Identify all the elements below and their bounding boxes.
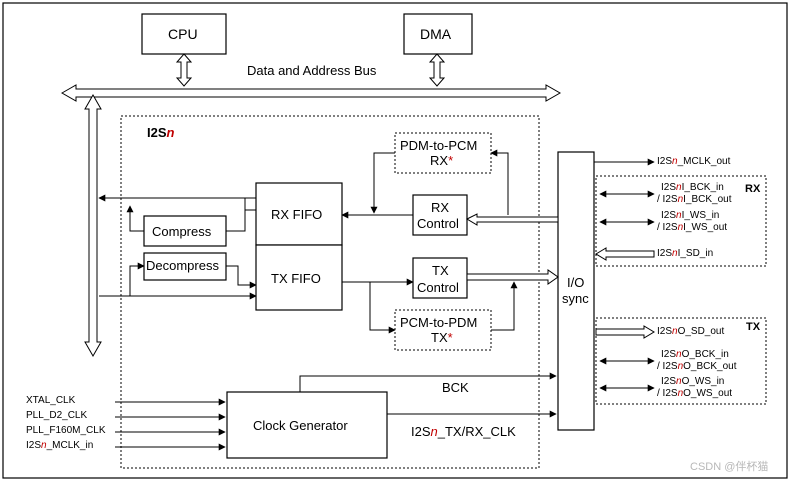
pcm-to-pdm-label-1: PCM-to-PDM: [400, 315, 478, 330]
io-sync-box: [557, 151, 595, 431]
compress-label: Compress: [152, 224, 212, 239]
tx-bck-label-2: / I2SnO_BCK_out: [657, 361, 737, 372]
pcm-to-pdm-label-2: TX*: [431, 330, 453, 345]
rx-bck-label-2: / I2SnI_BCK_out: [657, 194, 732, 205]
pdm-to-pcm-label-2: RX*: [430, 153, 454, 168]
tx-fifo-label: TX FIFO: [271, 271, 321, 286]
mclk-in-label: I2Sn_MCLK_in: [26, 440, 94, 451]
clock-generator-box: [226, 391, 388, 459]
i2s-boundary: [120, 115, 540, 469]
rx-control-label-1: RX: [431, 200, 450, 215]
hollow-data-arrows: [465, 213, 655, 339]
data-address-bus: [60, 84, 562, 102]
txrx-clk-label: I2Sn_TX/RX_CLK: [411, 424, 516, 439]
dma-box: [403, 13, 473, 55]
pll-d2-clk-label: PLL_D2_CLK: [26, 410, 88, 421]
tx-group-label: TX: [746, 321, 761, 333]
rx-control-label-2: Control: [417, 216, 459, 231]
tx-ws-label-2: / I2SnO_WS_out: [657, 388, 733, 399]
rx-sd-label: I2SnI_SD_in: [657, 248, 714, 259]
rx-fifo-label: RX FIFO: [271, 207, 323, 222]
tx-sd-label: I2SnO_SD_out: [657, 326, 725, 337]
tx-control-label-1: TX: [432, 263, 449, 278]
mclk-out-label: I2Sn_MCLK_out: [657, 156, 731, 167]
clock-generator-label: Clock Generator: [253, 418, 348, 433]
rx-fifo-box: [255, 182, 343, 246]
rx-group-label: RX: [745, 183, 761, 195]
cpu-label: CPU: [168, 26, 198, 42]
compress-box: [143, 215, 227, 247]
internal-connections: [98, 149, 655, 451]
rx-control-box: [412, 194, 468, 236]
internal-bus: [84, 93, 102, 358]
rx-bck-label-1: I2SnI_BCK_in: [661, 182, 724, 193]
pll-f160m-clk-label: PLL_F160M_CLK: [26, 425, 106, 436]
io-sync-label-1: I/O: [567, 275, 585, 290]
rx-ws-label-2: / I2SnI_WS_out: [657, 222, 728, 233]
tx-control-label-2: Control: [417, 280, 459, 295]
xtal-clk-label: XTAL_CLK: [26, 395, 76, 406]
io-sync-label-2: sync: [562, 291, 589, 306]
rx-ws-label-1: I2SnI_WS_in: [661, 210, 720, 221]
bus-label: Data and Address Bus: [247, 63, 377, 78]
watermark: CSDN @伴杯猫: [690, 461, 769, 473]
dma-label: DMA: [420, 26, 452, 42]
pdm-to-pcm-label-1: PDM-to-PCM: [400, 138, 478, 153]
rx-pin-group: [595, 175, 767, 267]
decompress-label: Decompress: [146, 258, 219, 273]
tx-pin-group: [595, 317, 767, 405]
tx-ws-label-1: I2SnO_WS_in: [661, 376, 725, 387]
tx-bck-label-1: I2SnO_BCK_in: [661, 349, 729, 360]
i2s-block-title: I2Sn: [147, 125, 175, 140]
dma-bus-arrow: [428, 53, 446, 87]
bck-label: BCK: [442, 380, 469, 395]
tx-fifo-box: [255, 244, 343, 311]
cpu-bus-arrow: [175, 53, 193, 87]
